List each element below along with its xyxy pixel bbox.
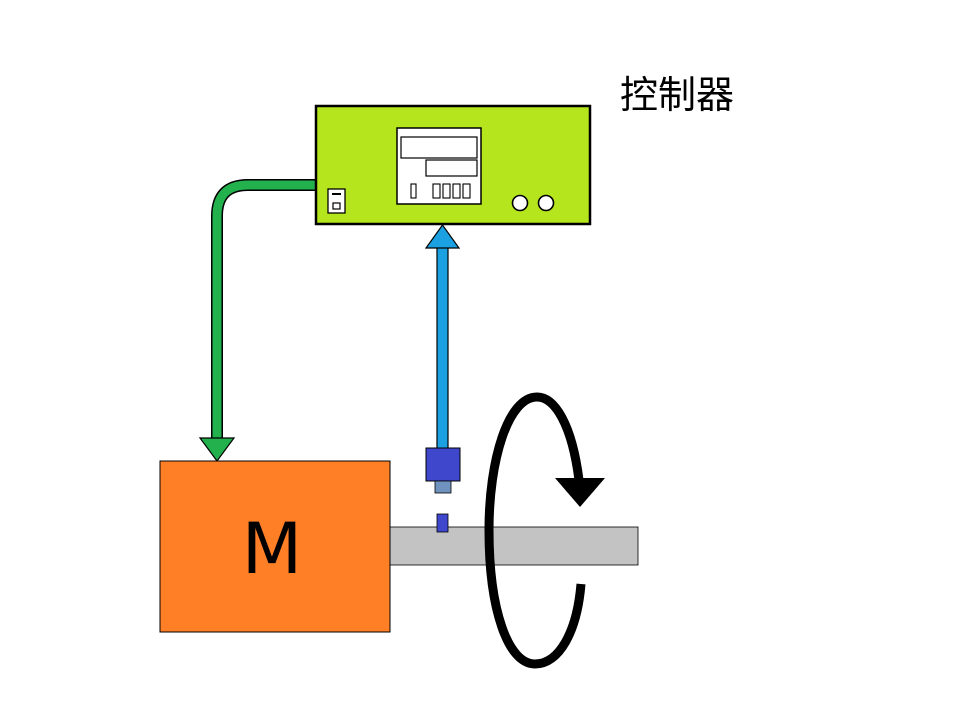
control-signal-line [198, 179, 316, 463]
controller-unit [314, 104, 592, 226]
motor-label: M [242, 508, 302, 590]
panel-button [442, 183, 451, 199]
motor: M [159, 460, 391, 633]
panel-button [462, 183, 471, 199]
controller-display-panel [396, 127, 482, 205]
panel-button [410, 183, 417, 199]
sensor-target-marker [436, 513, 449, 533]
motor-shaft [389, 526, 639, 566]
rotation-arrow-head [555, 478, 605, 507]
control-arrow-head [198, 437, 236, 463]
panel-button [432, 183, 441, 199]
power-switch-icon [327, 188, 346, 214]
display-screen-sub [425, 159, 478, 177]
knob-icon [511, 194, 529, 212]
feedback-signal-line [424, 223, 461, 450]
controller-label: 控制器 [620, 73, 734, 117]
knob-icon [537, 194, 555, 212]
display-screen-main [400, 136, 478, 159]
speed-sensor [425, 447, 461, 533]
sensor-tip [434, 480, 452, 494]
feedback-arrow-head [424, 223, 461, 249]
panel-button [452, 183, 461, 199]
rotation-arrow-icon [484, 392, 605, 669]
